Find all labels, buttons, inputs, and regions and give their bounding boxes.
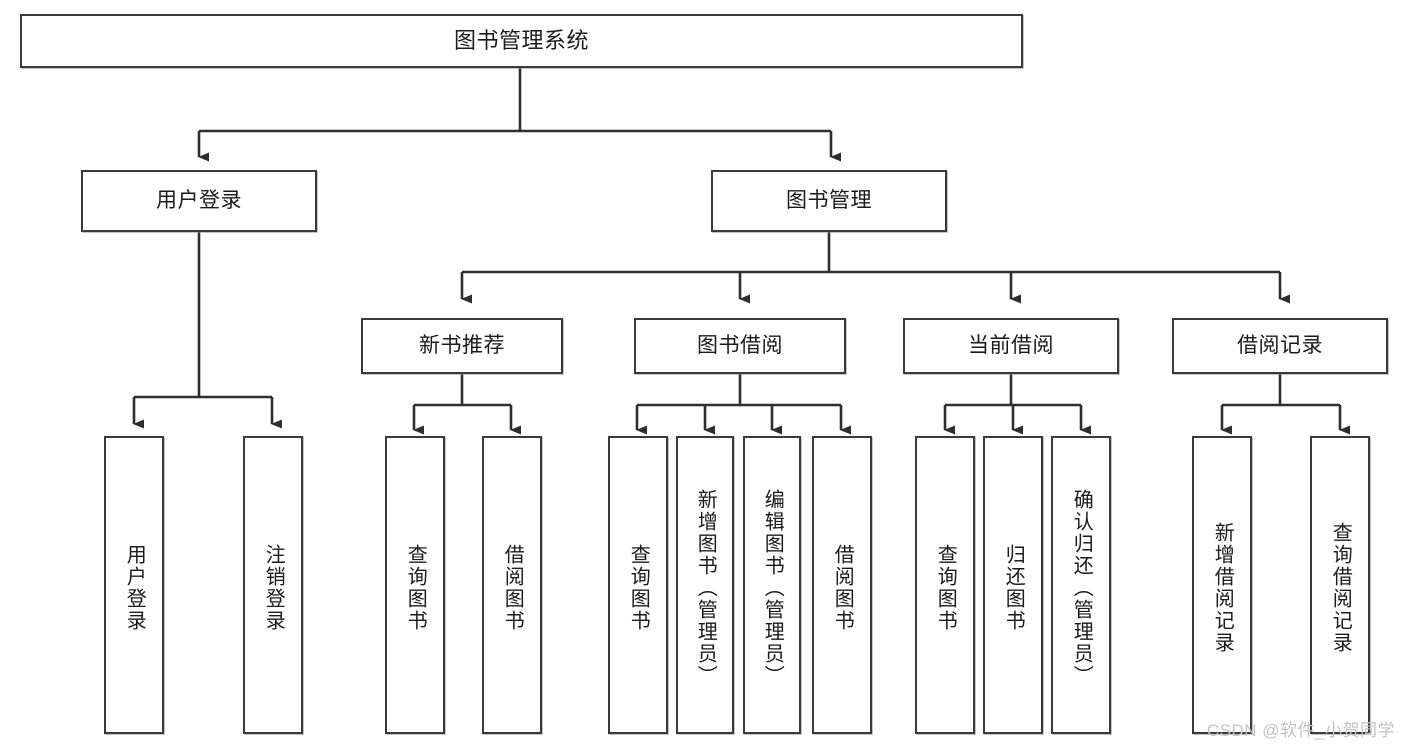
node-borrow-record[interactable]: 借阅记录 bbox=[1172, 318, 1388, 374]
leaf-query-book-recommend[interactable]: 查询图书 bbox=[385, 436, 445, 734]
leaf-edit-book-admin[interactable]: 编辑图书（管理员） bbox=[743, 436, 801, 734]
leaf-borrow-book-recommend[interactable]: 借阅图书 bbox=[482, 436, 542, 734]
node-user-login[interactable]: 用户登录 bbox=[81, 170, 317, 232]
node-label: 图书管理 bbox=[786, 188, 872, 212]
node-label: 图书借阅 bbox=[697, 333, 783, 357]
node-book-management[interactable]: 图书管理 bbox=[711, 170, 947, 232]
node-label: 借阅图书 bbox=[831, 544, 854, 632]
node-label: 新书推荐 bbox=[419, 333, 505, 357]
node-label: 确认归还（管理员） bbox=[1070, 489, 1093, 687]
leaf-query-book-current[interactable]: 查询图书 bbox=[915, 436, 975, 734]
csdn-watermark: CSDN @软件_小贺同学 bbox=[1206, 721, 1395, 740]
node-label: 查询借阅记录 bbox=[1329, 522, 1352, 654]
leaf-add-borrow-record[interactable]: 新增借阅记录 bbox=[1192, 436, 1252, 734]
leaf-query-borrow-record[interactable]: 查询借阅记录 bbox=[1310, 436, 1370, 734]
leaf-user-login[interactable]: 用户登录 bbox=[104, 436, 164, 734]
node-label: 注销登录 bbox=[262, 544, 285, 632]
leaf-query-book-borrow[interactable]: 查询图书 bbox=[608, 436, 668, 734]
node-label: 编辑图书（管理员） bbox=[761, 489, 784, 687]
leaf-confirm-return-admin[interactable]: 确认归还（管理员） bbox=[1051, 436, 1111, 734]
node-label: 用户登录 bbox=[123, 544, 146, 632]
node-label: 新增图书（管理员） bbox=[694, 489, 717, 687]
node-label: 查询图书 bbox=[934, 544, 957, 632]
leaf-borrow-book-borrow[interactable]: 借阅图书 bbox=[812, 436, 872, 734]
node-root-book-management-system[interactable]: 图书管理系统 bbox=[20, 14, 1023, 68]
leaf-return-book[interactable]: 归还图书 bbox=[983, 436, 1043, 734]
node-label: 借阅记录 bbox=[1237, 333, 1323, 357]
leaf-add-book-admin[interactable]: 新增图书（管理员） bbox=[676, 436, 734, 734]
leaf-logout[interactable]: 注销登录 bbox=[243, 436, 303, 734]
node-label: 查询图书 bbox=[627, 544, 650, 632]
node-label: 图书管理系统 bbox=[453, 28, 589, 54]
node-label: 用户登录 bbox=[156, 188, 242, 212]
node-label: 当前借阅 bbox=[968, 333, 1054, 357]
node-label: 归还图书 bbox=[1002, 544, 1025, 632]
node-label: 查询图书 bbox=[404, 544, 427, 632]
node-new-book-recommend[interactable]: 新书推荐 bbox=[361, 318, 563, 374]
node-current-borrow[interactable]: 当前借阅 bbox=[903, 318, 1119, 374]
node-book-borrow[interactable]: 图书借阅 bbox=[634, 318, 846, 374]
node-label: 新增借阅记录 bbox=[1211, 522, 1234, 654]
node-label: 借阅图书 bbox=[501, 544, 524, 632]
